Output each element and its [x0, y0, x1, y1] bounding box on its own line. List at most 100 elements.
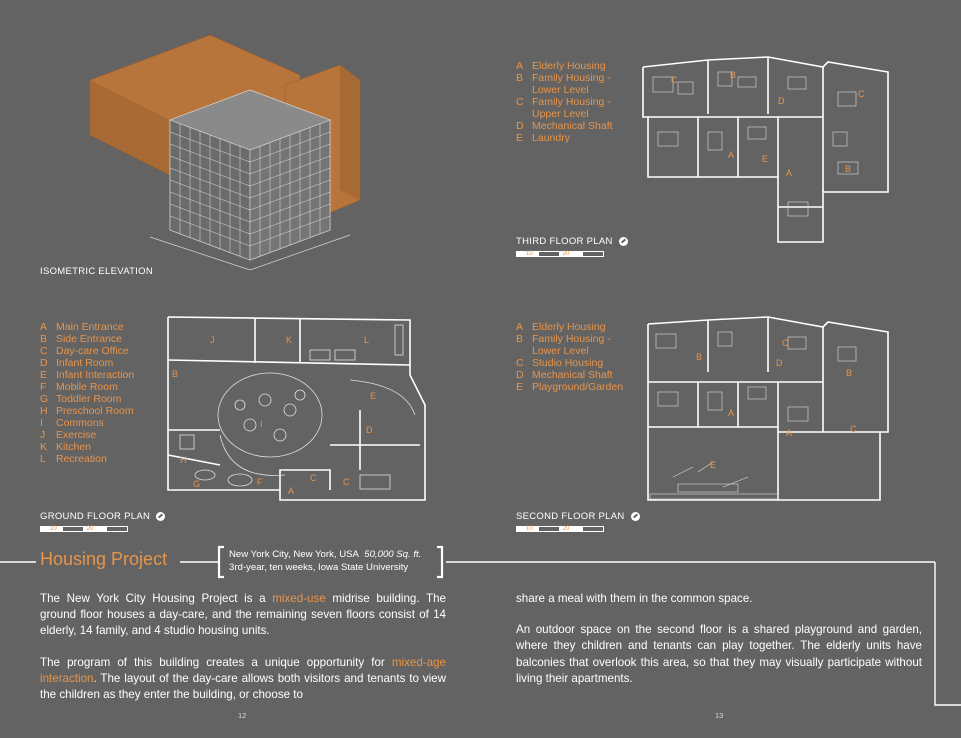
ground-floor-plan-label: GROUND FLOOR PLAN — [40, 511, 166, 522]
ground-room-label: H — [180, 455, 187, 465]
scale-tick: 10 — [526, 251, 533, 257]
third-room-label: D — [778, 96, 785, 106]
north-arrow-icon — [630, 512, 640, 521]
ground-room-label: J — [210, 335, 215, 345]
legend-text: Studio Housing — [532, 357, 604, 369]
legend-key: J — [40, 429, 46, 441]
paragraph-program: The program of this building creates a u… — [40, 655, 446, 704]
isometric-elevation-drawing — [89, 34, 361, 270]
legend-text: Recreation — [56, 453, 107, 465]
body-column-left: The New York City Housing Project is a m… — [40, 591, 446, 703]
legend-key: A — [516, 60, 524, 72]
legend-text: Elderly Housing — [532, 60, 606, 72]
legend-text: Upper Level — [532, 108, 589, 120]
third-floor-plan-drawing: C B C D A E A B — [642, 56, 889, 243]
project-title: Housing Project — [40, 549, 168, 569]
second-room-label: C — [850, 424, 857, 434]
legend-key: K — [40, 441, 48, 453]
legend-item: D Infant Room — [40, 357, 134, 369]
paragraph-continuation: share a meal with them in the common spa… — [516, 592, 753, 605]
legend-text: Mechanical Shaft — [532, 120, 613, 132]
legend-item: C Studio Housing — [516, 357, 623, 369]
isometric-elevation-label: ISOMETRIC ELEVATION — [40, 266, 154, 277]
scale-tick: 20 — [86, 526, 94, 532]
highlight-mixed-use: mixed-use — [272, 592, 326, 605]
second-room-label: A — [786, 428, 792, 438]
legend-item: Lower Level — [516, 345, 623, 357]
legend-key: B — [516, 333, 524, 345]
legend-item: B Family Housing - — [516, 333, 623, 345]
legend-key: G — [40, 393, 49, 405]
second-room-label: D — [776, 358, 783, 368]
legend-key: E — [516, 381, 524, 393]
legend-text: Main Entrance — [56, 321, 124, 333]
paragraph-outdoor: An outdoor space on the second floor is … — [516, 623, 922, 685]
third-room-label: A — [728, 150, 734, 160]
text-run: The program of this building creates a u… — [40, 655, 392, 669]
legend-text: Infant Room — [56, 357, 114, 369]
legend-item: D Mechanical Shaft — [516, 369, 623, 381]
legend-text: Family Housing - — [532, 96, 611, 108]
legend-key: C — [516, 357, 524, 369]
ground-room-label: C — [343, 477, 350, 487]
legend-key: D — [40, 357, 48, 369]
legend-text: Playground/Garden — [532, 381, 624, 393]
third-floor-scale-bar — [516, 251, 604, 257]
text-run: . The layout of the day-care allows both… — [40, 671, 446, 702]
legend-key — [516, 84, 532, 96]
third-floor-plan-label: THIRD FLOOR PLAN — [516, 236, 628, 247]
second-room-label: A — [728, 408, 734, 418]
legend-text: Elderly Housing — [532, 321, 606, 333]
legend-key: I — [40, 417, 43, 429]
ground-room-label: F — [257, 477, 263, 487]
project-course-info: 3rd-year, ten weeks, Iowa State Universi… — [229, 561, 409, 573]
legend-text: Laundry — [532, 132, 570, 144]
second-room-label: B — [696, 352, 702, 362]
legend-text: Day-care Office — [56, 345, 129, 357]
legend-text: Lower Level — [532, 345, 589, 357]
legend-item: Lower Level — [516, 84, 613, 96]
ground-room-label: L — [364, 335, 369, 345]
page-number-right: 13 — [715, 711, 724, 720]
legend-key: D — [516, 369, 524, 381]
project-info: New York City, New York, USA 50,000 Sq. … — [229, 549, 421, 574]
second-floor-plan-title: SECOND FLOOR PLAN — [516, 511, 625, 522]
ground-room-label: E — [370, 391, 376, 401]
second-room-label: B — [846, 368, 852, 378]
legend-key: F — [40, 381, 47, 393]
legend-text: Family Housing - — [532, 333, 611, 345]
project-area: 50,000 Sq. ft. — [364, 549, 422, 560]
text-run: The New York City Housing Project is a — [40, 592, 273, 605]
legend-key: H — [40, 405, 48, 417]
title-rule-lines — [0, 545, 961, 706]
ground-room-label: A — [288, 486, 294, 496]
legend-text: Mobile Room — [56, 381, 118, 393]
legend-key: B — [516, 72, 524, 84]
third-room-label: B — [730, 70, 736, 80]
legend-item: A Elderly Housing — [516, 60, 613, 72]
north-arrow-icon — [618, 237, 628, 246]
second-room-label: E — [710, 460, 716, 470]
third-room-label: C — [858, 89, 865, 99]
legend-key: B — [40, 333, 48, 345]
legend-text: Mechanical Shaft — [532, 369, 613, 381]
legend-key — [516, 345, 532, 357]
page-number-left: 12 — [238, 711, 247, 720]
second-floor-scale-bar — [516, 526, 604, 532]
